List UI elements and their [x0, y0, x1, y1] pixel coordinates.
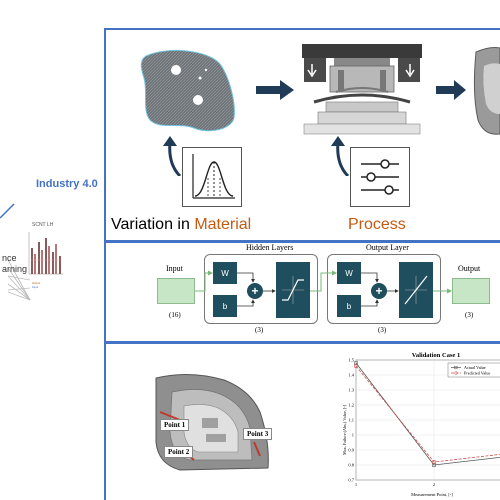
hidden-layers-title: Hidden Layers — [246, 243, 294, 252]
output-b-box: b — [337, 295, 361, 317]
left-region: Industry 4.0 nce arning SCNT LH Output I… — [0, 150, 100, 320]
svg-text:Input: Input — [32, 285, 38, 289]
input-node — [157, 278, 195, 304]
point-label-3: Point 3 — [243, 428, 273, 440]
output-label: Output — [458, 264, 481, 273]
chart-xlabel: Measurement Point, [-] — [411, 492, 453, 498]
input-size: (16) — [169, 311, 181, 319]
hidden-activation-box — [276, 262, 310, 318]
connector-lines — [0, 203, 31, 301]
y-tick-label: 1.3 — [348, 388, 354, 393]
nn-connectors — [195, 270, 452, 307]
data-point — [432, 460, 437, 465]
chart-title: Validation Case 1 — [412, 352, 461, 359]
hidden-w-box: W — [213, 262, 237, 284]
x-tick-label: 1 — [355, 482, 357, 487]
output-plus-label: + — [375, 284, 383, 298]
bell-curve-icon — [182, 147, 242, 207]
chart-ylabel: Max. Failure (Abs.) Value, [-] — [342, 404, 348, 455]
hidden-plus-label: + — [251, 284, 259, 298]
partial-text-1: nce — [2, 253, 17, 263]
output-activation-box — [399, 262, 433, 318]
sliders-icon — [350, 147, 410, 207]
hidden-size: (3) — [255, 326, 264, 334]
y-tick-label: 1.2 — [348, 403, 354, 408]
hidden-w-label: W — [221, 268, 229, 278]
output-size: (3) — [465, 311, 474, 319]
caption-prefix: Variation in — [111, 216, 195, 233]
output-w-box: W — [337, 262, 361, 284]
flow-arrow-1 — [256, 80, 294, 100]
legend-marker — [454, 365, 458, 370]
flow-arrow-2 — [436, 80, 466, 100]
hidden-b-box: b — [213, 295, 237, 317]
series-line-2 — [355, 365, 500, 463]
y-tick-label: 1.5 — [348, 358, 354, 363]
output-layer-title: Output Layer — [366, 243, 409, 252]
hidden-plus-node: + — [247, 283, 263, 299]
sheet-blank — [140, 49, 235, 132]
output-node — [452, 278, 490, 304]
output-plus-node: + — [371, 283, 387, 299]
x-tick-label: 2 — [433, 482, 435, 487]
y-tick-label: 1.1 — [348, 418, 354, 423]
hidden-b-label: b — [222, 301, 228, 311]
input-label: Input — [166, 264, 183, 273]
mini-chart: SCNT LH Output Input — [28, 222, 64, 310]
output-b-label: b — [346, 301, 352, 311]
legend-box — [447, 362, 500, 378]
series-line-1 — [355, 362, 500, 466]
y-tick-label: 1 — [352, 433, 354, 438]
legend-label: Predicted Value — [464, 371, 490, 376]
bottom-panel-frame — [104, 342, 500, 500]
point-label-2: Point 2 — [164, 446, 194, 458]
caption-variation: Variation in Material — [111, 216, 251, 234]
y-tick-label: 0.9 — [348, 448, 354, 453]
mini-chart-label: SCNT LH — [32, 222, 54, 228]
output-layer-size: (3) — [378, 326, 387, 334]
curved-arrow-1 — [163, 136, 182, 176]
output-w-label: W — [345, 268, 353, 278]
y-tick-label: 1.4 — [348, 373, 354, 378]
curved-arrow-2 — [331, 136, 350, 176]
mini-chart-bars: Output Input — [28, 232, 63, 289]
data-point — [353, 363, 358, 368]
caption-material: Material — [194, 216, 252, 233]
press-machine — [302, 44, 422, 135]
formed-part — [473, 47, 500, 135]
svg-text:Output: Output — [32, 281, 41, 285]
y-tick-label: 0.7 — [348, 478, 354, 483]
validation-chart: Validation Case 1 0.7 0.8 0.9 1 1.1 1.2 1.3 1.4… — [336, 346, 500, 500]
validation-chart-svg: Validation Case 1 0.7 0.8 0.9 1 1.1 1.2 1.3 1.4… — [342, 352, 500, 498]
caption-process: Process — [348, 216, 406, 233]
legend-label: Actual Value — [464, 365, 486, 370]
industry-title: Industry 4.0 — [36, 178, 98, 190]
point-label-1: Point 1 — [160, 419, 190, 431]
y-tick-label: 0.8 — [348, 463, 354, 468]
legend-marker — [454, 371, 458, 375]
partial-text-2: arning — [2, 264, 28, 274]
